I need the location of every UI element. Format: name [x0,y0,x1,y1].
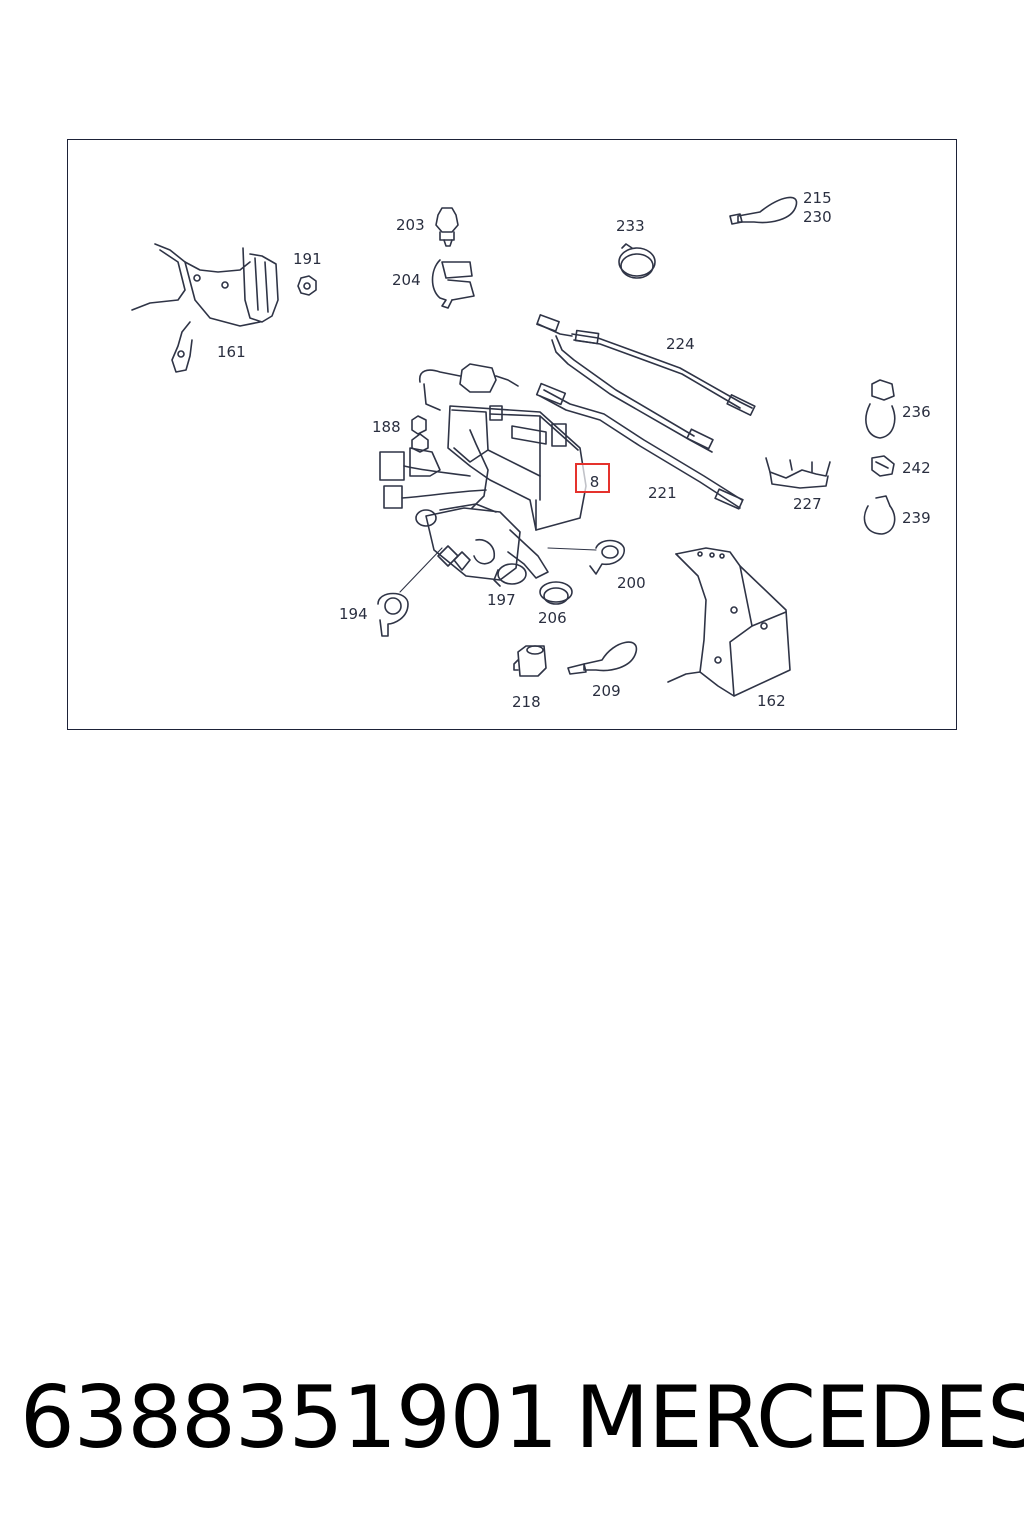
callout-197: 197 [487,591,516,609]
heater-assembly-drawing [379,363,587,531]
sensor-cable-221-drawing [535,382,744,510]
callout-204: 204 [392,271,421,289]
connector-203-drawing [435,207,459,247]
callout-221: 221 [648,484,677,502]
callout-203: 203 [396,216,425,234]
clip-194-drawing [377,547,443,637]
pump-lower-drawing [415,503,549,581]
callout-230: 230 [803,208,832,226]
clip-236-drawing [865,379,896,439]
cable-tie-215-drawing [729,196,798,225]
connector-218-drawing [513,645,547,677]
clip-227-drawing [765,457,831,489]
part-number: 6388351901 [20,1368,558,1468]
footer: 6388351901 MERCEDES [0,1368,1024,1468]
parts-diagram-frame [67,139,957,730]
callout-242: 242 [902,459,931,477]
callout-239: 239 [902,509,931,527]
clamp-204-drawing [431,259,475,309]
clamp-206-drawing [539,581,573,605]
parts-diagram: 161 191 203 204 233 215 230 224 236 188 … [131,189,931,711]
callout-215: 215 [803,189,832,207]
bracket-162-drawing [667,547,791,697]
hose-clamp-197-drawing [493,563,527,587]
hose-clamp-233-drawing [618,243,656,279]
callout-188: 188 [372,418,401,436]
callout-194: 194 [339,605,368,623]
callout-224: 224 [666,335,695,353]
brand-name: MERCEDES [575,1368,1024,1468]
clip-242-drawing [871,455,895,477]
callout-161: 161 [217,343,246,361]
callout-233: 233 [616,217,645,235]
callout-209: 209 [592,682,621,700]
callout-191: 191 [293,250,322,268]
cable-tie-209-drawing [567,641,638,675]
callout-227: 227 [793,495,822,513]
clamp-200-drawing [547,539,625,575]
callout-162: 162 [757,692,786,710]
nut-188-drawing [411,415,427,435]
highlighted-part-label: 8 [589,473,600,491]
callout-200: 200 [617,574,646,592]
highlighted-part-marker[interactable]: 8 [575,463,610,493]
nut-191-drawing [297,275,317,296]
callout-218: 218 [512,693,541,711]
callout-236: 236 [902,403,931,421]
bracket-161-drawing [131,243,279,373]
callout-206: 206 [538,609,567,627]
clip-239-drawing [863,495,896,535]
sensor-cable-224-drawing [536,314,756,453]
